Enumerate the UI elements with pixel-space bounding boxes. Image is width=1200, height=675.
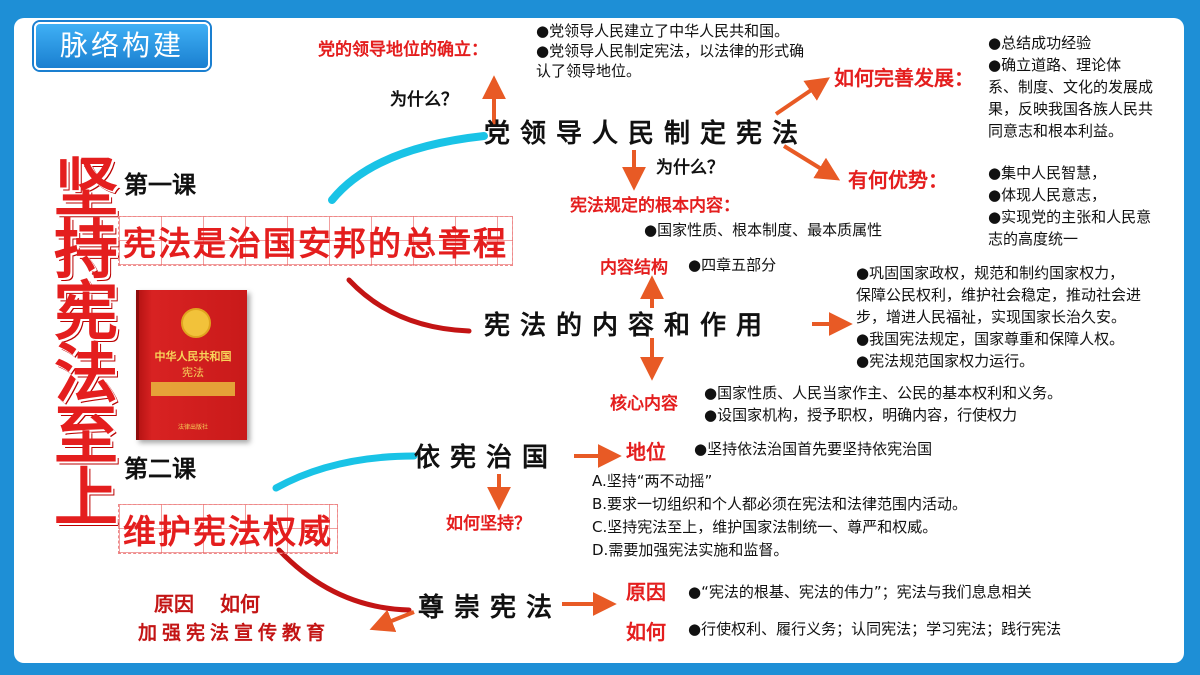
advantage-point-1: ●集中人民智慧， [988,164,1107,182]
how-label-2: 如何 [626,620,666,644]
how-point: ●行使权利、履行义务；认同宪法；学习宪法；践行宪法 [688,620,1062,638]
status-label: 地位 [626,440,666,464]
education-label: 加强宪法宣传教育 [138,622,331,644]
arrow-to-education [369,609,415,633]
fundamental-label: 宪法规定的根本内容： [570,196,740,216]
leadership-point-1: ●党领导人民建立了中华人民共和国。 [536,22,790,40]
role-point-1: ●巩固国家政权，规范和制约国家权力， [856,264,1125,282]
lesson2-label: 第二课 [124,455,196,483]
improve-point-3: 系、制度、文化的发展成 [988,78,1154,96]
national-emblem-icon [181,308,211,338]
fundamental-point: ●国家性质、根本制度、最本质属性 [644,221,883,239]
status-point: ●坚持依法治国首先要坚持依宪治国 [694,440,933,458]
structure-point: ●四章五部分 [688,256,777,274]
hub2-title: 宪法的内容和作用 [484,311,773,341]
advantage-label: 有何优势： [848,168,948,192]
main-title: 坚持宪法至上 [54,152,118,536]
hub1-title: 党领导人民制定宪法 [484,119,809,149]
core-point-1: ●国家性质、人民当家作主、公民的基本权利和义务。 [704,384,1063,402]
structure-label: 内容结构 [600,258,668,278]
how-point-b: B.要求一切组织和个人都必须在宪法和法律范围内活动。 [592,495,968,513]
role-point-5: ●宪法规范国家权力运行。 [856,352,1035,370]
left-how-label: 如何 [220,592,260,616]
lesson1-label: 第一课 [124,171,196,199]
improve-point-1: ●总结成功经验 [988,34,1092,52]
constitution-book-image: 中华人民共和国 宪法 法律出版社 [136,290,247,440]
arrow-to-improve [774,77,830,116]
improve-point-2: ●确立道路、理论体 [988,56,1122,74]
role-point-2: 保障公民权利，维护社会稳定，推动社会进 [856,286,1142,304]
how-point-c: C.坚持宪法至上，维护国家法制统一、尊严和权威。 [592,518,938,536]
how-label: 如何坚持？ [446,514,531,534]
improve-point-4: 果，反映我国各族人民共 [988,100,1154,118]
improve-point-5: 同意志和根本利益。 [988,122,1124,140]
core-point-2: ●设国家机构，授予职权，明确内容，行使权力 [704,406,1018,424]
cyan-connector-2 [272,452,418,492]
arrow-to-advantage [782,144,841,181]
leadership-point-3: 认了领导地位。 [536,62,642,80]
reason-label: 原因 [626,580,666,604]
hub1-why-down: 为什么？ [656,158,724,178]
slide-card: 脉络构建 坚持宪法至上 第一课 宪法是治国安邦的总章程 中华人民共和国 宪法 法… [14,18,1184,663]
reason-point: ●“宪法的根基、宪法的伟力”；宪法与我们息息相关 [688,583,1032,601]
role-point-4: ●我国宪法规定，国家尊重和保障人权。 [856,330,1125,348]
how-point-a: A.坚持“两不动摇” [592,472,713,490]
left-reason-label: 原因 [154,592,194,616]
advantage-point-2: ●体现人民意志， [988,186,1107,204]
leadership-label: 党的领导地位的确立： [318,40,488,60]
advantage-point-3: ●实现党的主张和人民意 [988,208,1152,226]
hub1-why-up: 为什么？ [390,90,458,110]
connector-layer [272,75,853,633]
cyan-connector-1 [328,132,488,204]
book-publisher: 法律出版社 [177,424,208,431]
lesson1-title: 宪法是治国安邦的总章程 [118,216,513,266]
red-connector-1 [346,277,472,334]
book-subtitle: 宪法 [182,366,204,379]
advantage-point-4: 志的高度统一 [988,230,1079,248]
lesson2-title: 维护宪法权威 [118,504,338,554]
book-title: 中华人民共和国 [154,350,232,363]
book-strip [151,382,235,396]
leadership-point-2: ●党领导人民制定宪法，以法律的形式确 [536,42,805,60]
red-connector-2 [276,547,412,613]
how-point-d: D.需要加强宪法实施和监督。 [592,541,789,559]
hub4-title: 尊崇宪法 [418,593,563,623]
core-label: 核心内容 [610,394,678,414]
improve-label: 如何完善发展： [834,66,974,90]
section-badge: 脉络构建 [34,22,210,70]
hub3-title: 依宪治国 [414,443,559,473]
role-point-3: 步，增进人民福祉，实现国家长治久安。 [856,308,1127,326]
